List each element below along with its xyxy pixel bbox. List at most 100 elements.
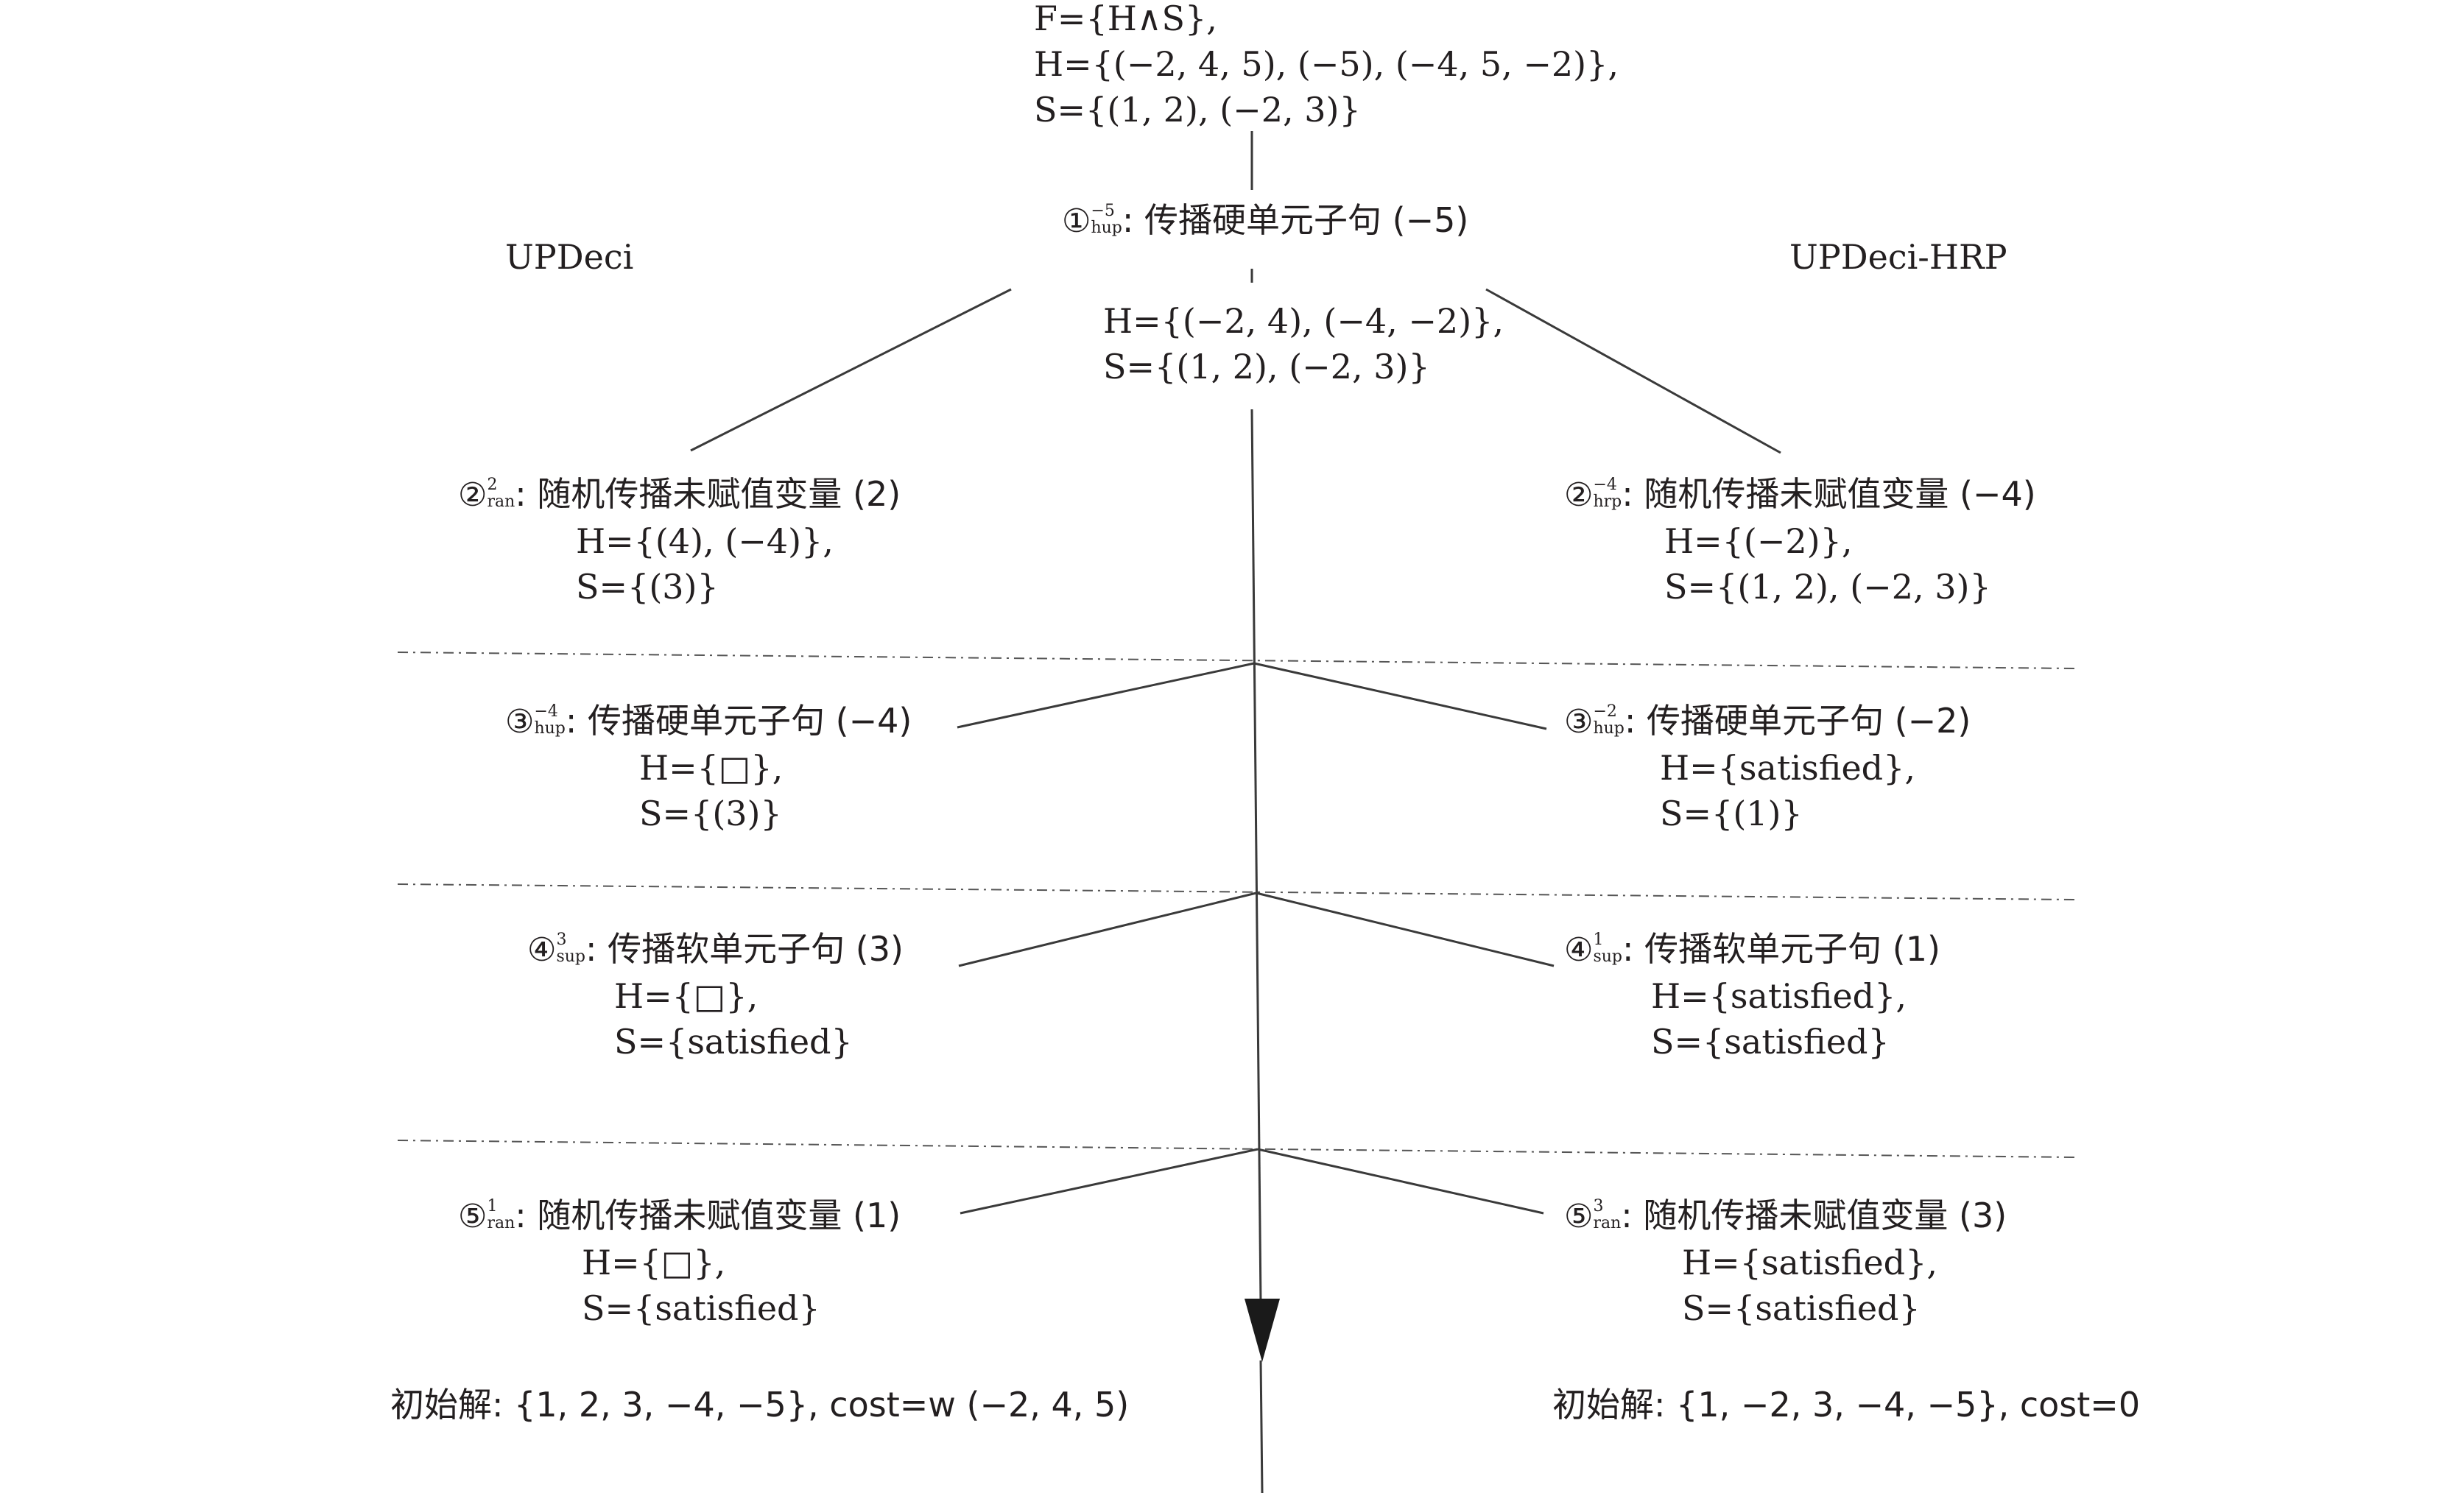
soft-clauses: S={(1)} bbox=[1660, 794, 1803, 833]
step-description: : 随机传播未赋值变量 (3) bbox=[1621, 1196, 2007, 1235]
soft-clauses: S={(3)} bbox=[639, 794, 782, 833]
step-description: : 传播软单元子句 (1) bbox=[1622, 929, 1940, 969]
step-kind: hup bbox=[1091, 219, 1122, 237]
separator-3 bbox=[397, 1140, 2076, 1158]
step-number-mark: ④ bbox=[1564, 931, 1594, 969]
step-literal: 3 bbox=[556, 931, 567, 949]
hard-clauses: H={□}, bbox=[639, 748, 784, 788]
step-number-mark: ② bbox=[1564, 476, 1594, 514]
step-literal: 3 bbox=[1593, 1197, 1604, 1215]
step-number-mark: ② bbox=[458, 476, 487, 514]
step-number-mark: ⑤ bbox=[1564, 1198, 1594, 1235]
hard-clauses: H={(4), (−4)}, bbox=[576, 521, 834, 561]
branch-right-5 bbox=[1257, 1148, 1544, 1215]
branch-left-3 bbox=[957, 662, 1255, 729]
arrow-head bbox=[1245, 1299, 1280, 1362]
step-description: : 随机传播未赋值变量 (1) bbox=[515, 1196, 901, 1235]
hard-clauses: H={(−2, 4), (−4, −2)}, bbox=[1103, 301, 1504, 341]
soft-clauses: S={(1, 2), (−2, 3)} bbox=[1103, 347, 1430, 387]
separator-1 bbox=[397, 652, 2076, 669]
branch-right-3 bbox=[1253, 662, 1547, 730]
hard-clauses: H={satisfied}, bbox=[1682, 1243, 1937, 1282]
left-initial-solution: 初始解: {1, 2, 3, −4, −5}, cost=w (−2, 4, 5… bbox=[390, 1385, 1130, 1425]
step-kind: ran bbox=[487, 493, 515, 511]
formula-line: H={(−2, 4, 5), (−5), (−4, 5, −2)}, bbox=[1034, 44, 1619, 84]
branch-right-4 bbox=[1256, 892, 1555, 967]
formula-line: F={H∧S}, bbox=[1034, 0, 1217, 38]
step-kind: hup bbox=[1593, 719, 1625, 738]
step-literal: −5 bbox=[1091, 202, 1115, 220]
step-description: : 随机传播未赋值变量 (−4) bbox=[1622, 474, 2036, 514]
hard-clauses: H={□}, bbox=[582, 1243, 726, 1282]
branch-right-1 bbox=[1485, 288, 1781, 454]
step-description: : 传播硬单元子句 (−5) bbox=[1122, 200, 1469, 240]
step-description: : 传播软单元子句 (3) bbox=[585, 929, 904, 969]
step-literal: 1 bbox=[1593, 931, 1604, 949]
trunk-bottom bbox=[1259, 1360, 1264, 1493]
step-number-mark: ③ bbox=[505, 703, 535, 741]
initial-formula: F={H∧S}, H={(−2, 4, 5), (−5), (−4, 5, −2… bbox=[1034, 0, 1619, 133]
branch-left-1 bbox=[690, 288, 1012, 452]
step-number-mark: ④ bbox=[527, 931, 557, 969]
soft-clauses: S={satisfied} bbox=[1651, 1022, 1890, 1062]
hard-clauses: H={satisfied}, bbox=[1651, 976, 1907, 1016]
label-updeci: UPDeci bbox=[505, 237, 634, 277]
step-kind: ran bbox=[487, 1214, 515, 1232]
branch-left-5 bbox=[960, 1148, 1259, 1215]
hard-clauses: H={□}, bbox=[614, 976, 758, 1016]
soft-clauses: S={(3)} bbox=[576, 567, 719, 607]
step-description: : 随机传播未赋值变量 (2) bbox=[515, 474, 901, 514]
soft-clauses: S={satisfied} bbox=[1682, 1288, 1921, 1328]
step-kind: hrp bbox=[1593, 493, 1622, 511]
hard-clauses: H={(−2)}, bbox=[1664, 521, 1853, 561]
step-literal: −4 bbox=[534, 702, 558, 721]
step-number-mark: ③ bbox=[1564, 703, 1594, 741]
soft-clauses: S={satisfied} bbox=[582, 1288, 820, 1328]
hard-clauses: H={satisfied}, bbox=[1660, 748, 1915, 788]
step-literal: 1 bbox=[487, 1197, 498, 1215]
soft-clauses: S={(1, 2), (−2, 3)} bbox=[1664, 567, 1991, 607]
step-literal: −2 bbox=[1593, 702, 1617, 721]
step-description: : 传播硬单元子句 (−4) bbox=[565, 701, 912, 741]
step-literal: −4 bbox=[1593, 476, 1617, 494]
right-initial-solution: 初始解: {1, −2, 3, −4, −5}, cost=0 bbox=[1552, 1385, 2141, 1425]
step-kind: sup bbox=[1593, 947, 1622, 966]
step-kind: ran bbox=[1593, 1214, 1622, 1232]
step-number-mark: ⑤ bbox=[458, 1198, 487, 1235]
separator-2 bbox=[397, 883, 2076, 900]
label-updeci-hrp: UPDeci-HRP bbox=[1789, 237, 2007, 277]
step-kind: hup bbox=[534, 719, 566, 738]
step-kind: sup bbox=[556, 947, 585, 966]
trunk-main bbox=[1250, 409, 1262, 1304]
formula-line: S={(1, 2), (−2, 3)} bbox=[1034, 90, 1361, 130]
step-description: : 传播硬单元子句 (−2) bbox=[1624, 701, 1971, 741]
soft-clauses: S={satisfied} bbox=[614, 1022, 853, 1062]
step-1-state: H={(−2, 4), (−4, −2)}, S={(1, 2), (−2, 3… bbox=[1103, 298, 1504, 389]
